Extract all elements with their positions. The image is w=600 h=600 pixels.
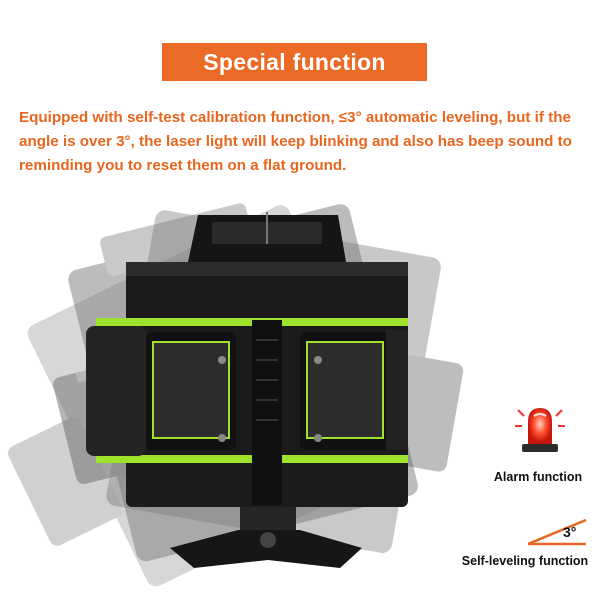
section-title: Special function — [203, 48, 386, 75]
laser-level-product-image — [7, 203, 464, 587]
section-title-banner: Special function — [162, 43, 427, 81]
feature-description: Equipped with self-test calibration func… — [19, 109, 572, 174]
angle-icon — [528, 518, 587, 546]
leveling-angle-label: 3° — [563, 524, 577, 540]
alarm-function-label: Alarm function — [493, 470, 583, 484]
alarm-beacon-icon — [515, 408, 565, 452]
self-leveling-function-label: Self-leveling function — [461, 554, 589, 568]
laser-level-device — [86, 212, 408, 568]
